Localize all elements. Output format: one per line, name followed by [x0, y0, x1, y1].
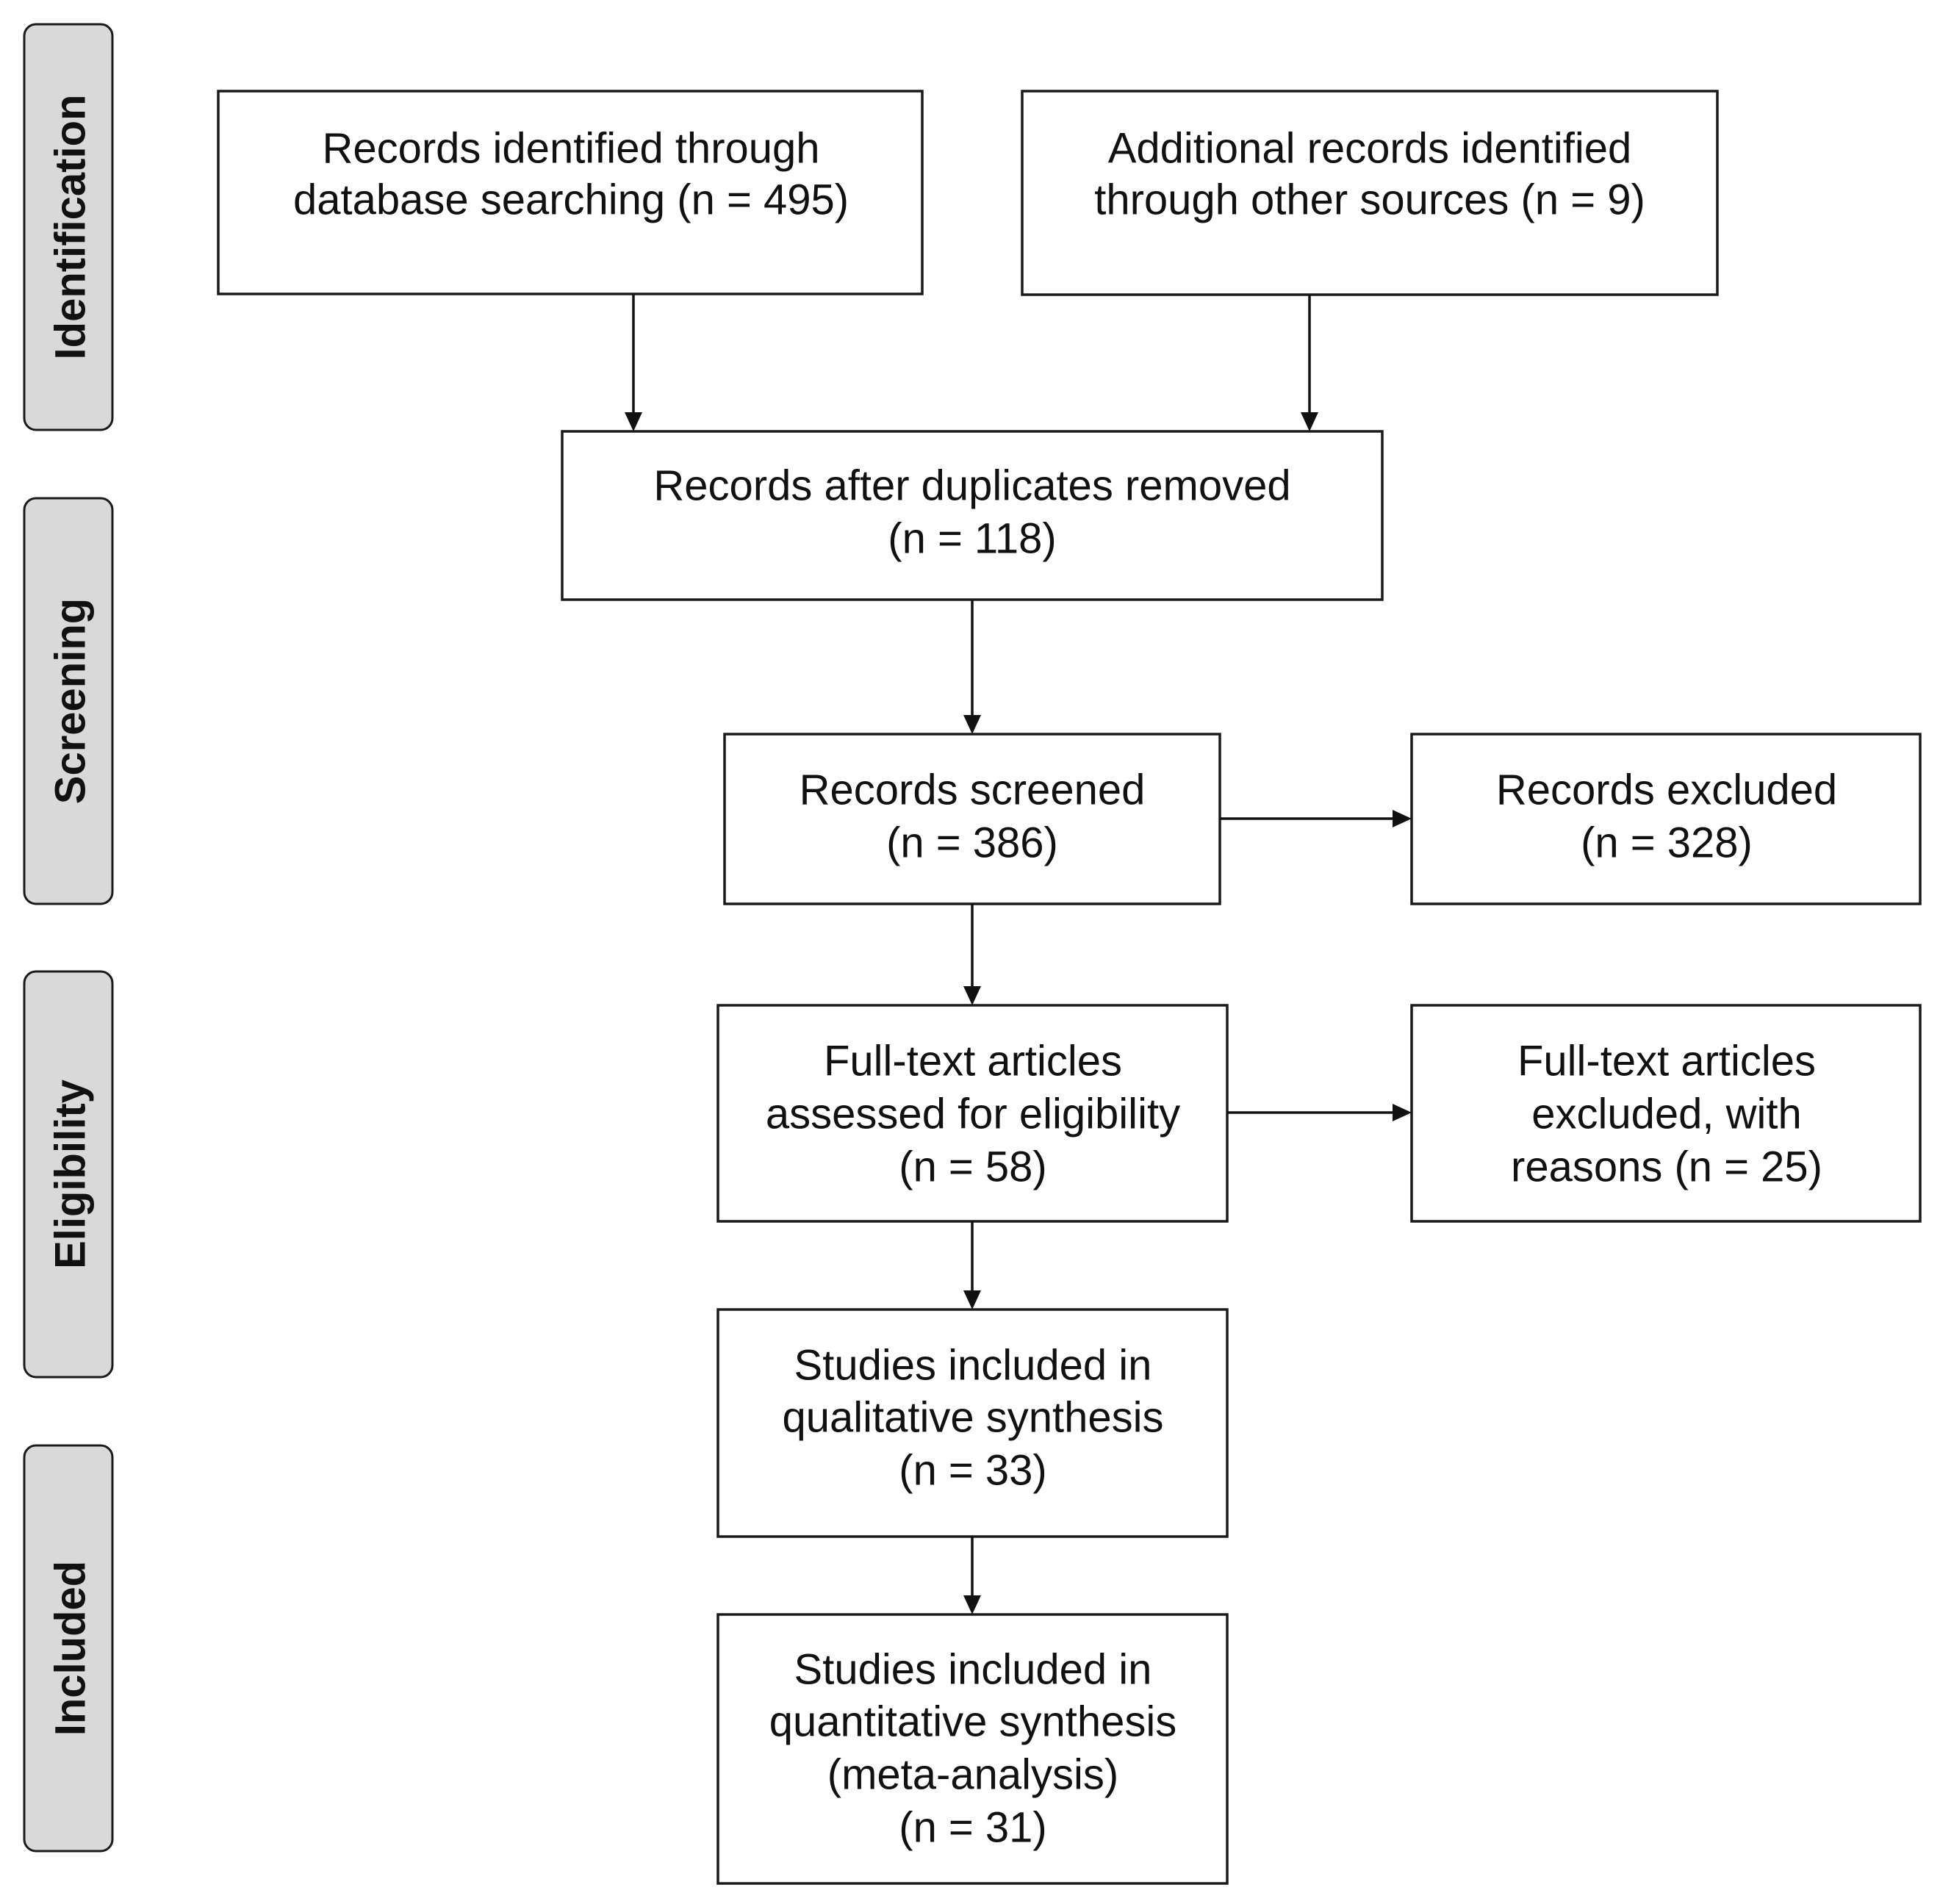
fulltext-excluded-box-line-1: Full-text articles	[1517, 1038, 1816, 1085]
qualitative-synthesis-box-line-3: (n = 33)	[899, 1447, 1047, 1495]
stage-identification-label: Identification	[47, 95, 95, 360]
quantitative-synthesis-box-line-3: (meta-analysis)	[827, 1751, 1118, 1799]
quantitative-synthesis-box-line-2: quantitative synthesis	[769, 1698, 1177, 1746]
records-excluded-box-line-1: Records excluded	[1496, 766, 1837, 814]
quantitative-synthesis-box-line-1: Studies included in	[794, 1646, 1152, 1694]
duplicates-removed-box-line-1: Records after duplicates removed	[653, 462, 1290, 510]
fulltext-excluded-box: Full-text articles excluded, with reasons …	[1410, 1004, 1922, 1223]
qualitative-synthesis-box-line-1: Studies included in	[794, 1342, 1152, 1390]
fulltext-assessed-box: Full-text articles assessed for eligibili…	[716, 1004, 1229, 1223]
fulltext-excluded-box-line-3: reasons (n = 25)	[1511, 1143, 1822, 1191]
fulltext-assessed-box-line-1: Full-text articles	[824, 1038, 1122, 1085]
stage-identification: Identification	[23, 23, 114, 431]
stage-screening: Screening	[23, 497, 114, 905]
quantitative-synthesis-box-line-4: (n = 31)	[899, 1804, 1047, 1852]
arrow-duplicates-to-screened	[963, 600, 981, 734]
arrow-fulltext-to-qualitative	[963, 1221, 981, 1310]
duplicates-removed-box-line-2: (n = 118)	[888, 515, 1056, 563]
stage-eligibility-label: Eligibility	[47, 1079, 95, 1269]
qualitative-synthesis-box-line-2: qualitative synthesis	[782, 1394, 1163, 1442]
records-screened-box: Records screened (n = 386)	[723, 733, 1221, 905]
stage-included-label: Included	[47, 1561, 95, 1736]
other-sources-box-line-1: Additional records identified	[1108, 125, 1632, 173]
arrow-screened-to-excluded	[1220, 810, 1412, 827]
stage-screening-label: Screening	[47, 598, 95, 804]
arrow-other-sources-to-duplicates	[1301, 295, 1318, 431]
arrow-qualitative-to-quantitative	[963, 1537, 981, 1614]
database-records-box-line-2: database searching (n = 495)	[293, 176, 849, 224]
stage-eligibility: Eligibility	[23, 970, 114, 1379]
stage-included: Included	[23, 1444, 114, 1853]
fulltext-assessed-box-line-2: assessed for eligibility	[766, 1091, 1180, 1138]
records-screened-box-line-2: (n = 386)	[886, 819, 1058, 867]
records-excluded-box-line-2: (n = 328)	[1581, 819, 1753, 867]
fulltext-excluded-box-line-2: excluded, with	[1531, 1091, 1802, 1138]
other-sources-box-line-2: through other sources (n = 9)	[1094, 176, 1645, 224]
arrow-database-to-duplicates	[625, 294, 642, 431]
arrow-fulltext-to-excluded	[1227, 1104, 1412, 1121]
duplicates-removed-box: Records after duplicates removed (n = 118…	[561, 430, 1384, 601]
database-records-box-line-1: Records identified through	[322, 125, 819, 173]
records-excluded-box: Records excluded (n = 328)	[1410, 733, 1922, 905]
records-screened-box-line-1: Records screened	[800, 766, 1146, 814]
fulltext-assessed-box-line-3: (n = 58)	[899, 1143, 1047, 1191]
arrow-screened-to-fulltext	[963, 904, 981, 1005]
